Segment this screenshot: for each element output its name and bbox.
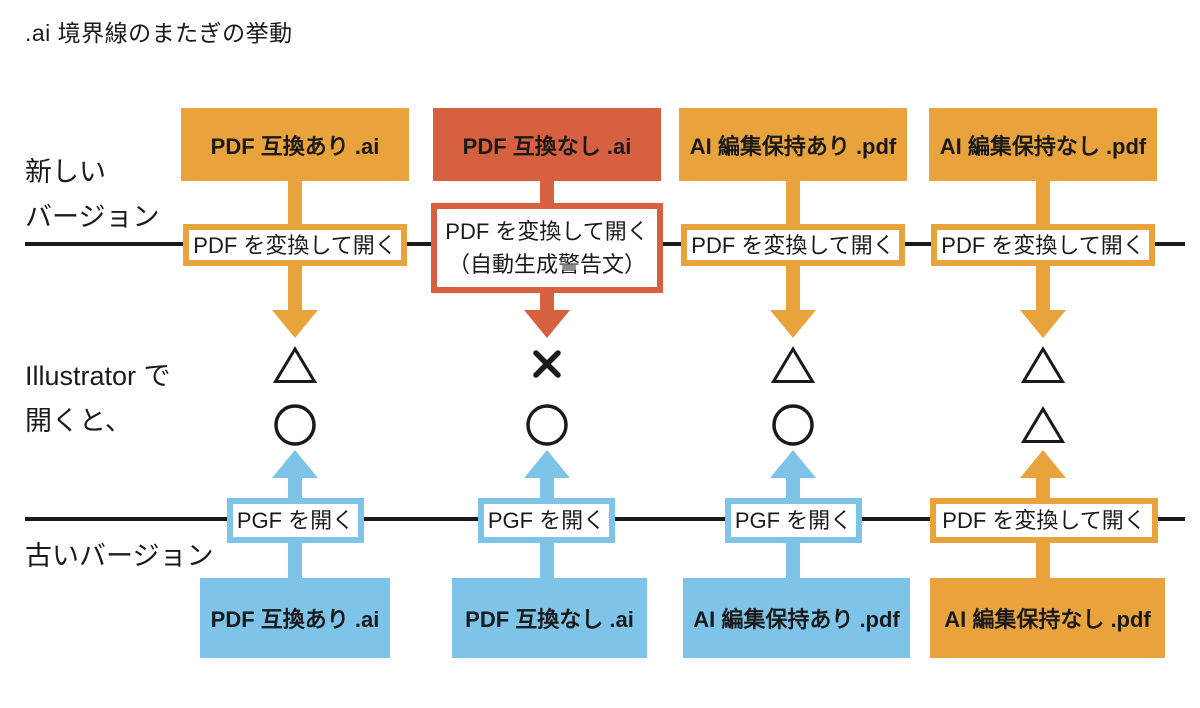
old-file-box-pdf-compat-no: PDF 互換なし .ai [452,578,647,658]
down-arrow-head-icon [770,310,816,338]
up-arrow-head-icon [770,450,816,478]
up-arrow-head-icon [1020,450,1066,478]
new-file-box-ai-edit-yes: AI 編集保持あり .pdf [679,108,907,181]
row-label-illustrator: Illustrator で 開くと、 [25,354,171,444]
down-arrow-head-icon [272,310,318,338]
row-label-illustrator-line1: Illustrator で [25,361,171,391]
result-triangle-icon [1020,346,1066,384]
result-circle-icon [526,404,568,446]
new-file-box-pdf-compat-yes: PDF 互換あり .ai [181,108,409,181]
down-arrow-head-icon [524,310,570,338]
result-triangle-icon [272,346,318,384]
result-circle-icon [772,404,814,446]
old-action-box: PGF を開く [725,498,862,543]
old-action-box: PGF を開く [478,498,615,543]
down-arrow-head-icon [1020,310,1066,338]
new-action-box: PDF を変換して開く [931,224,1155,266]
row-label-illustrator-line2: 開くと、 [25,406,132,436]
result-triangle-icon [1020,406,1066,444]
new-action-box: PDF を変換して開く [681,224,905,266]
new-action-box: PDF を変換して開く [183,224,407,266]
new-action-line1: PDF を変換して開く [445,219,649,244]
row-label-new-version: 新しい バージョン [25,150,159,240]
old-file-box-ai-edit-yes: AI 編集保持あり .pdf [683,578,910,658]
new-file-box-ai-edit-no: AI 編集保持なし .pdf [929,108,1157,181]
up-arrow-head-icon [272,450,318,478]
old-action-box: PGF を開く [227,498,364,543]
row-label-new-version-line2: バージョン [25,202,160,232]
old-file-box-pdf-compat-yes: PDF 互換あり .ai [200,578,390,658]
up-arrow-head-icon [524,450,570,478]
old-file-box-ai-edit-no: AI 編集保持なし .pdf [930,578,1165,658]
result-cross-icon [532,349,562,379]
new-action-box: PDF を変換して開く （自動生成警告文） [431,203,663,293]
row-label-new-version-line1: 新しい [25,157,106,187]
new-file-box-pdf-compat-no: PDF 互換なし .ai [433,108,661,181]
page-title: .ai 境界線のまたぎの挙動 [25,20,293,46]
old-action-box: PDF を変換して開く [930,498,1158,543]
row-label-old-version: 古いバージョン [25,541,214,571]
result-circle-icon [274,404,316,446]
new-action-note: （自動生成警告文） [447,252,646,277]
result-triangle-icon [770,346,816,384]
